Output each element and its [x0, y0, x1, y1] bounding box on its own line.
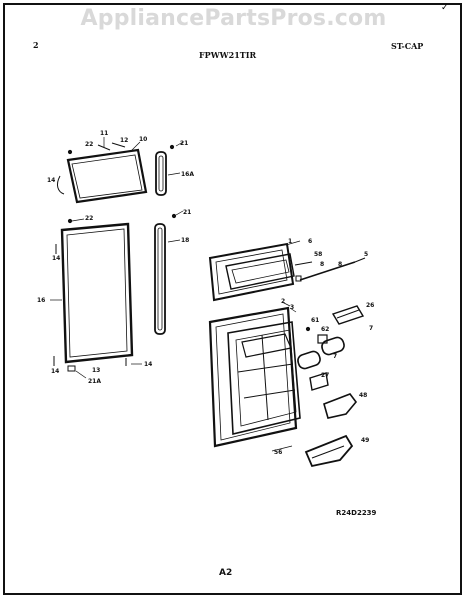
fresh-food-gasket [53, 218, 134, 372]
callout-8: 8 [320, 261, 324, 268]
callout-16a: 16A [181, 171, 194, 178]
callout-22: 22 [85, 215, 93, 222]
callout-7: 7 [333, 353, 337, 360]
callout-11: 11 [100, 130, 108, 137]
callout-21a: 21A [88, 378, 101, 385]
callout-6: 6 [308, 238, 312, 245]
diagram-reference-code: R24D2239 [336, 509, 377, 517]
watermark-text: AppliancePartsPros.com [80, 6, 387, 31]
model-number: FPWW21TIR [199, 50, 257, 60]
callout-10: 10 [139, 136, 147, 143]
callout-13: 13 [92, 367, 100, 374]
callout-22: 22 [85, 141, 93, 148]
page-border [3, 3, 462, 595]
callout-61: 61 [311, 317, 319, 324]
callout-5: 5 [364, 251, 368, 258]
callout-14: 14 [52, 255, 60, 262]
door-shelf-parts [297, 305, 365, 468]
callout-16: 16 [37, 297, 45, 304]
callout-leaders [50, 137, 301, 452]
callout-14: 14 [144, 361, 152, 368]
callout-8: 8 [338, 261, 342, 268]
callout-2: 2 [281, 298, 285, 305]
callout-49: 49 [361, 437, 369, 444]
callout-7: 7 [369, 325, 373, 332]
callout-21: 21 [180, 140, 188, 147]
freezer-handle [155, 144, 175, 196]
callout-18: 18 [181, 237, 189, 244]
fresh-food-handle [154, 213, 177, 335]
fresh-food-door-liner [208, 306, 301, 448]
callout-58: 58 [314, 251, 322, 258]
callout-3: 3 [290, 304, 294, 311]
page-number: 2 [33, 40, 39, 50]
section-code: ST-CAP [391, 41, 424, 51]
callout-26: 26 [366, 302, 374, 309]
callout-62: 62 [321, 326, 329, 333]
callout-1: 1 [288, 238, 292, 245]
callout-14: 14 [51, 368, 59, 375]
callout-27: 27 [321, 372, 329, 379]
callout-21: 21 [183, 209, 191, 216]
callout-14: 14 [47, 177, 55, 184]
freezer-door-liner [208, 242, 366, 302]
callout-56: 56 [274, 449, 282, 456]
callout-12: 12 [120, 137, 128, 144]
freezer-gasket [56, 142, 148, 204]
callout-48: 48 [359, 392, 367, 399]
corner-mark-icon: ✓ [441, 3, 449, 13]
page-footer-label: A2 [219, 568, 233, 578]
